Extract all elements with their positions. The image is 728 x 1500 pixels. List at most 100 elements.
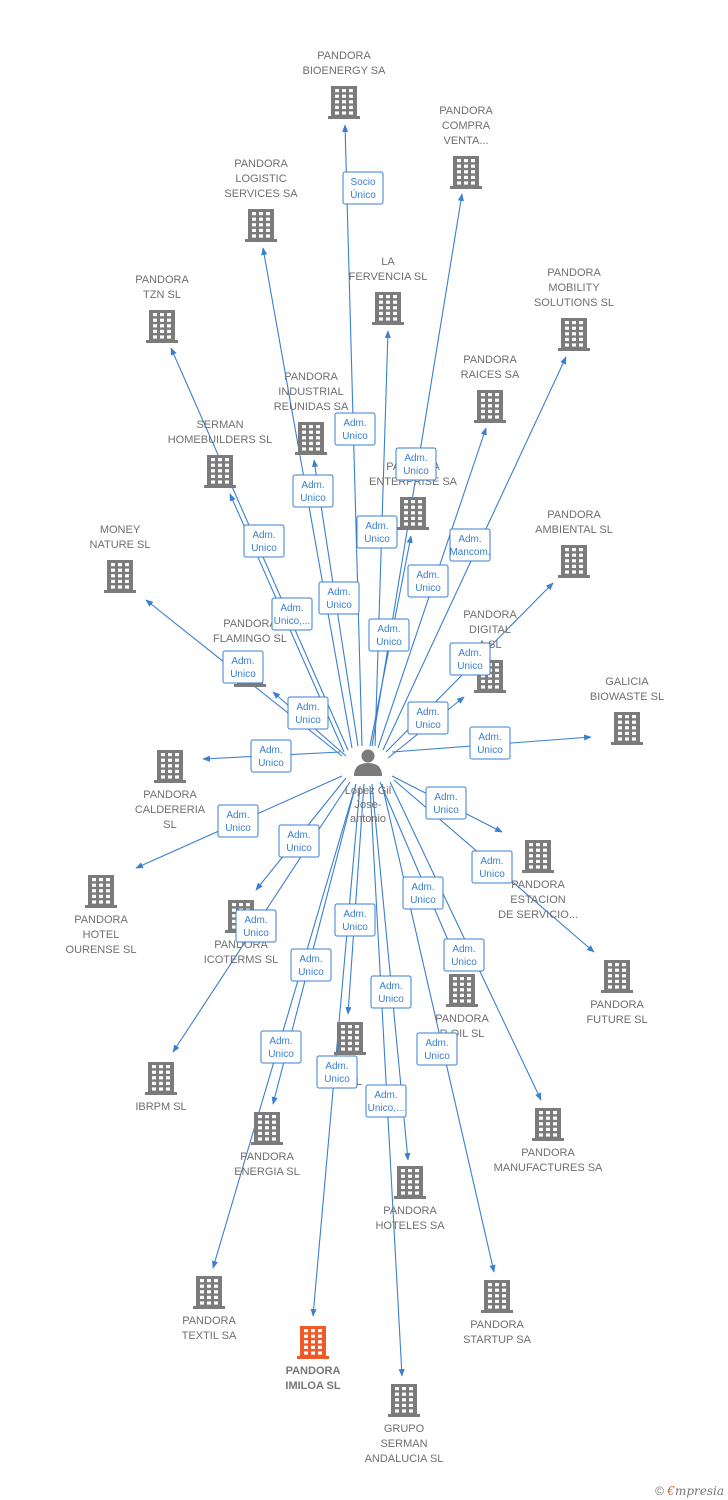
building-icon [397,497,429,530]
role-label-text: Adm. [411,882,434,893]
company-label: BIOWASTE SL [590,691,664,703]
company-node-tzn[interactable]: PANDORA TZN SL [135,274,189,343]
role-label-text: Adm. [458,648,481,659]
role-label-text: Adm. [287,830,310,841]
role-label-box: Adm.Unico [243,524,285,558]
edge-line [310,785,361,1317]
role-label-text: Unico [433,805,459,816]
role-label-text: Adm. [374,1090,397,1101]
role-label-text: Adm. [404,453,427,464]
role-label-text: Adm. [365,521,388,532]
person-icon [354,749,382,776]
company-label: MANUFACTURES SA [494,1162,603,1174]
company-label: PANDORA [284,371,338,383]
company-label: LA [381,256,395,268]
company-label: DE SERVICIO... [498,909,578,921]
company-label: PANDORA [435,1013,489,1025]
role-label-text: Unico [324,1074,350,1085]
company-label: CALDERERIA [135,804,206,816]
role-label-text: Unico [364,534,390,545]
role-label-box: Adm.Unico [290,948,332,982]
company-node-manufactures[interactable]: PANDORA MANUFACTURES SA [494,1108,603,1174]
building-icon [481,1280,513,1313]
role-label-box: Adm. Unico [395,447,437,481]
company-label: PANDORA [463,609,517,621]
building-icon [446,974,478,1007]
role-label-text: Adm. [226,810,249,821]
role-label-text: Unico [415,720,441,731]
company-label: PANDORA [286,1365,341,1377]
role-label-text: Adm. [244,915,267,926]
company-label: ESTACION [510,894,565,906]
role-label-box: Adm.Unico [471,850,513,884]
role-label-text: Unico [268,1049,294,1060]
role-label-box: Adm.Unico [222,650,264,684]
company-node-ibrpm[interactable]: IBRPM SL [135,1062,187,1113]
company-label: PANDORA [135,274,189,286]
role-label-text: Unico [415,583,441,594]
company-label: GRUPO [384,1423,425,1435]
company-label: FLAMINGO SL [213,633,287,645]
role-label-text: Socio [350,177,375,188]
role-label-text: Adm. [325,1061,348,1072]
role-label-text: Adm. [425,1038,448,1049]
role-label-text: Adm. [280,603,303,614]
role-label-text: Unico [295,715,321,726]
brand-logo-text[interactable]: mpresia [674,1484,724,1498]
role-label-text: Adm. [416,570,439,581]
brand-logo-initial: € [667,1484,675,1498]
company-label: PANDORA [240,1151,294,1163]
company-label: AMBIENTAL SL [535,524,613,536]
role-label-text: Unico [225,823,251,834]
role-label-text: Unico [457,661,483,672]
company-label: RAICES SA [461,369,520,381]
role-label-text: Adm. [269,1036,292,1047]
company-node-digital[interactable]: PANDORADIGITALA SL [463,609,517,693]
building-icon [474,390,506,423]
company-label: OURENSE SL [66,944,137,956]
person-name-label: antonio [350,813,386,825]
role-label-text: Adm. [434,792,457,803]
role-label-box: Adm. Unico,... [271,597,313,631]
company-node-compra[interactable]: PANDORACOMPRAVENTA... [439,105,493,189]
company-label: TEXTIL SA [182,1330,237,1342]
company-label: TZN SL [143,289,181,301]
building-icon [297,1326,329,1359]
role-label-text: Unico [477,745,503,756]
company-label: SERVICES SA [224,188,298,200]
role-label-text: Unico,... [274,616,311,627]
building-icon [146,310,178,343]
role-label-text: Adm. [377,624,400,635]
company-label: HOTEL [83,929,120,941]
company-label: MONEY [100,524,141,536]
edge-line [369,785,405,1377]
role-label-text: Unico [403,466,429,477]
company-label: PANDORA [521,1147,575,1159]
building-icon [558,318,590,351]
role-label-box: Adm.Unico [402,876,444,910]
company-label: ANDALUCIA SL [365,1453,444,1465]
roles-layer: SocioÚnicoAdm.UnicoAdm.UnicoAdm.UnicoAdm… [217,171,513,1118]
